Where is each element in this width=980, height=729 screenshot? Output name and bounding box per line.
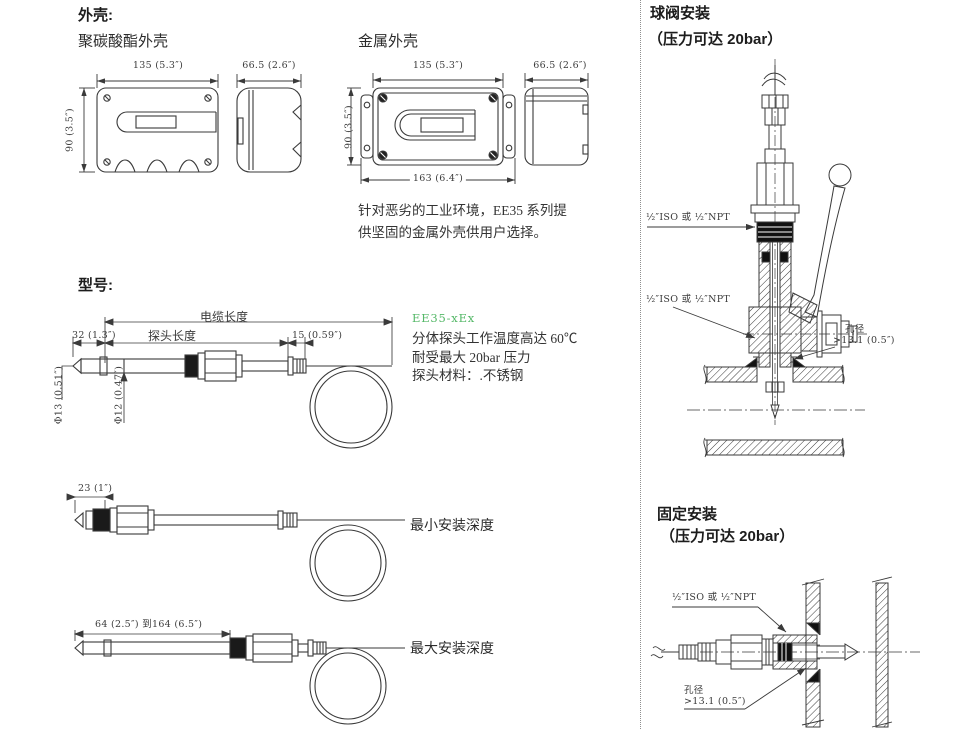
metal-side-view bbox=[524, 87, 589, 166]
pipe-walls bbox=[801, 576, 893, 728]
valve-neck bbox=[758, 241, 792, 405]
display-window bbox=[116, 111, 217, 133]
model-desc-line2: 耐受最大 20bar 压力 bbox=[412, 350, 531, 365]
leader-lines bbox=[647, 223, 836, 360]
max-depth-probe-drawing bbox=[73, 630, 405, 725]
dim-metal-depth: 66.5 (2.6″) bbox=[533, 60, 587, 71]
dim-15: 15 (0.59″) bbox=[292, 330, 343, 341]
lower-threads bbox=[753, 352, 797, 368]
dim-phi13: Φ13 (0.51″) bbox=[53, 365, 65, 425]
bore-value: >13.1 (0.5″) bbox=[833, 335, 895, 346]
pipe-section bbox=[687, 357, 865, 458]
probe-cable-top bbox=[761, 65, 787, 95]
min-depth-dim: 23 (1″) bbox=[78, 483, 113, 494]
dim-probe-length: 探头长度 bbox=[148, 329, 197, 343]
ball-valve-heading: 球阀安装 bbox=[650, 5, 711, 22]
dim-metal-height: 90 (3.5″) bbox=[343, 105, 355, 149]
metal-front-view bbox=[360, 87, 516, 166]
metal-enclosure-drawing bbox=[347, 73, 589, 184]
ball-valve-subheading: （压力可达 20bar） bbox=[648, 31, 783, 48]
probe-in-pipe bbox=[816, 643, 859, 661]
cable-loop bbox=[309, 365, 393, 449]
min-depth-probe-drawing bbox=[66, 493, 405, 602]
cable-loop bbox=[309, 524, 387, 602]
min-depth-probe-body bbox=[74, 505, 405, 602]
fitting-stack bbox=[650, 634, 774, 670]
model-heading: 型号: bbox=[78, 277, 113, 294]
thread-label-top: ½″ISO 或 ½″NPT bbox=[646, 212, 731, 223]
max-depth-label: 最大安装深度 bbox=[410, 642, 494, 657]
model-desc-line1: 分体探头工作温度高达 60℃ bbox=[412, 331, 578, 346]
max-depth-probe-body bbox=[74, 633, 405, 725]
bore-label: 孔径 bbox=[845, 324, 865, 335]
dim-cable-length: 电缆长度 bbox=[200, 310, 249, 324]
polycarbonate-label: 聚碳酸酯外壳 bbox=[78, 34, 169, 50]
min-depth-dimensions bbox=[66, 493, 114, 513]
poly-side-view bbox=[236, 87, 302, 173]
dim-poly-depth: 66.5 (2.6″) bbox=[242, 60, 296, 71]
fixed-bore-value: >13.1 (0.5″) bbox=[684, 696, 746, 707]
poly-dimensions bbox=[79, 74, 302, 173]
cable-gland-stack bbox=[750, 94, 800, 223]
probe-body bbox=[72, 350, 393, 449]
poly-front-view bbox=[96, 87, 219, 173]
dim-phi12: Φ12 (0.47″) bbox=[113, 365, 125, 425]
column-divider bbox=[640, 0, 641, 729]
leader-lines bbox=[672, 606, 807, 710]
probe-model-drawing bbox=[61, 317, 394, 449]
max-depth-dimensions bbox=[73, 630, 232, 641]
thread-label-bottom: ½″ISO 或 ½″NPT bbox=[646, 294, 731, 305]
threaded-bushing bbox=[772, 634, 820, 670]
polycarbonate-enclosure-drawing bbox=[79, 74, 302, 173]
dim-32: 32 (1.3″) bbox=[72, 330, 116, 341]
dim-poly-width: 135 (5.3″) bbox=[132, 60, 184, 71]
fixed-mount-subheading: （压力可达 20bar） bbox=[660, 528, 795, 545]
probe-dimensions bbox=[61, 317, 394, 423]
display-window bbox=[394, 109, 476, 141]
metal-dimensions bbox=[347, 73, 589, 184]
dim-poly-height: 90 (3.5″) bbox=[64, 108, 76, 152]
valve-stem-assembly bbox=[743, 310, 867, 358]
enclosure-heading: 外壳: bbox=[78, 7, 113, 24]
cable-glands bbox=[114, 159, 200, 173]
model-code: EE35-xEx bbox=[412, 311, 476, 325]
dim-metal-width: 135 (5.3″) bbox=[412, 60, 464, 71]
metal-caption-line1: 针对恶劣的工业环境，EE35 系列提 bbox=[358, 203, 567, 218]
ball-valve-installation-drawing bbox=[647, 59, 867, 458]
valve-handle bbox=[788, 163, 852, 324]
min-depth-label: 最小安装深度 bbox=[410, 519, 494, 534]
max-depth-dim: 64 (2.5″) 到164 (6.5″) bbox=[95, 619, 203, 630]
fixed-bore-label: 孔径 bbox=[684, 685, 704, 696]
cable-loop bbox=[309, 647, 387, 725]
metal-label: 金属外壳 bbox=[358, 34, 419, 50]
fixed-mount-heading: 固定安装 bbox=[657, 506, 718, 523]
fixed-installation-drawing bbox=[650, 576, 920, 728]
dim-metal-outer-width: 163 (6.4″) bbox=[409, 173, 467, 185]
metal-caption-line2: 供坚固的金属外壳供用户选择。 bbox=[358, 225, 547, 240]
model-desc-line3: 探头材料：.不锈钢 bbox=[412, 368, 524, 383]
fixed-thread-label: ½″ISO 或 ½″NPT bbox=[672, 592, 757, 603]
threaded-seal bbox=[756, 221, 794, 243]
